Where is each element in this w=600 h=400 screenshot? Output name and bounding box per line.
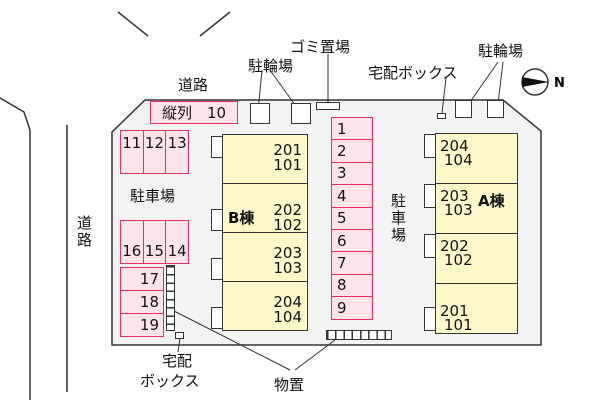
- bicycle-rack: [455, 100, 472, 118]
- balcony: [211, 209, 223, 231]
- delivery-box-label-bottom-2: ボックス: [140, 372, 200, 390]
- parking-space: 5: [331, 206, 373, 230]
- balcony: [424, 307, 436, 331]
- building-a-label: A棟: [478, 192, 505, 210]
- balcony: [424, 234, 436, 258]
- balcony: [211, 258, 223, 280]
- parking-space: 17: [120, 267, 164, 291]
- balcony: [211, 136, 223, 158]
- storage-label: 物置: [274, 376, 305, 394]
- delivery-box-label-top: 宅配ボックス: [368, 64, 458, 82]
- parking-space: 15: [142, 220, 167, 264]
- unit-number-upper: 203: [273, 244, 302, 262]
- garbage-area: [316, 102, 340, 110]
- bicycle-parking-label-right: 駐輪場: [478, 42, 524, 60]
- svg-text:N: N: [554, 76, 565, 91]
- balcony: [211, 307, 223, 329]
- road-label-top: 道路: [178, 76, 209, 94]
- north-compass-icon: N: [521, 68, 565, 96]
- parking-space: 12: [142, 130, 167, 174]
- parking-space: 9: [331, 296, 373, 320]
- unit-number-upper: 202: [440, 237, 469, 255]
- unit-number-upper: 201: [273, 141, 302, 159]
- unit-number-lower: 101: [273, 156, 302, 174]
- parking-space: 6: [331, 229, 373, 253]
- parking-space: 4: [331, 184, 373, 208]
- unit-number-upper: 201: [440, 302, 469, 320]
- garbage-area-label: ゴミ置場: [290, 38, 351, 56]
- parking-space: 19: [120, 313, 164, 337]
- parking-space: 18: [120, 290, 164, 314]
- balcony: [424, 134, 436, 158]
- bicycle-parking-label-left: 駐輪場: [248, 57, 294, 75]
- parking-space: 11: [120, 130, 144, 174]
- parking-space: 7: [331, 251, 373, 275]
- storage-shed: [326, 330, 392, 340]
- parking-label-center: 駐車場: [389, 193, 407, 244]
- unit-number-lower: 104: [273, 308, 302, 326]
- delivery-box: [175, 332, 184, 339]
- unit-number-lower: 102: [273, 216, 302, 234]
- unit-number-upper: 204: [273, 293, 302, 311]
- unit-number-upper: 204: [440, 137, 469, 155]
- unit-number-lower: 101: [444, 316, 473, 334]
- building-b-label: B棟: [228, 209, 255, 227]
- bicycle-rack: [487, 100, 504, 118]
- delivery-box-label-bottom-1: 宅配: [162, 352, 193, 370]
- balcony: [424, 184, 436, 208]
- delivery-box: [437, 113, 446, 119]
- unit-number-lower: 102: [444, 251, 473, 269]
- parking-space: 2: [331, 139, 373, 163]
- parking-space: 1: [331, 117, 373, 141]
- parking-space: 3: [331, 161, 373, 186]
- bicycle-rack: [250, 103, 270, 124]
- road-label-left: 道路: [75, 215, 93, 249]
- unit-number-upper: 203: [440, 187, 469, 205]
- unit-number-lower: 103: [444, 201, 473, 219]
- unit-number-lower: 104: [444, 151, 473, 169]
- bicycle-rack: [291, 103, 311, 124]
- parking-space: 8: [331, 273, 373, 298]
- parking-space-tandem: 縦列 10: [150, 101, 238, 124]
- unit-number-upper: 202: [273, 201, 302, 219]
- parking-space: 16: [120, 220, 144, 264]
- unit-number-lower: 103: [273, 259, 302, 277]
- parking-space: 14: [165, 220, 189, 264]
- parking-space: 13: [165, 130, 189, 174]
- parking-label-left: 駐車場: [130, 187, 176, 205]
- storage-shed: [166, 265, 175, 331]
